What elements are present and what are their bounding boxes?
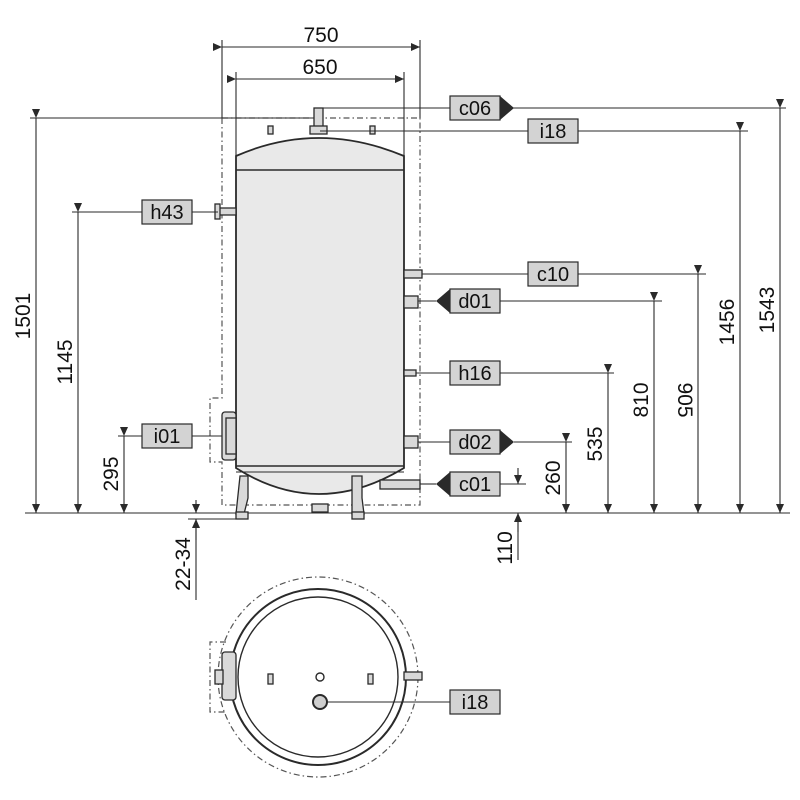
foot-left xyxy=(235,511,249,520)
label-box-c01 xyxy=(449,471,501,497)
plan-view: i18 xyxy=(209,576,501,778)
plan-center-small xyxy=(315,672,325,682)
dim-label-1501: 1501 xyxy=(12,293,35,340)
label-d02: d02 xyxy=(458,432,491,454)
bottom-drain xyxy=(311,503,329,513)
dim-label-1456: 1456 xyxy=(716,299,739,346)
insulation-outline xyxy=(209,117,421,506)
dim-label-110: 110 xyxy=(494,531,517,564)
side-connection-h43 xyxy=(217,207,237,216)
dim-label-1145: 1145 xyxy=(54,339,77,384)
dim-label-750: 750 xyxy=(303,24,338,47)
label-box-h43 xyxy=(141,199,193,225)
flange-i01-cover xyxy=(225,417,237,455)
label-box-c10 xyxy=(527,261,579,287)
label-c06: c06 xyxy=(459,98,491,120)
connection-c10 xyxy=(403,269,423,279)
plan-lug-left xyxy=(267,673,274,685)
top-lug-right xyxy=(369,125,376,135)
label-box-i01 xyxy=(141,423,193,449)
label-i18-top: i18 xyxy=(540,121,567,143)
dim-label-535: 535 xyxy=(584,426,607,461)
plan-flange xyxy=(221,651,237,701)
connection-c01 xyxy=(379,479,421,490)
plan-flange-insulation xyxy=(209,641,226,713)
dim-label-1543: 1543 xyxy=(756,287,779,334)
label-pointer-d02 xyxy=(500,430,514,454)
label-c10: c10 xyxy=(537,264,569,286)
label-h16: h16 xyxy=(458,363,491,385)
plan-tank-inner xyxy=(237,596,399,758)
label-h43: h43 xyxy=(150,202,183,224)
label-box-i18-plan xyxy=(449,689,501,715)
label-pointer-d01 xyxy=(436,289,450,313)
leg-right xyxy=(351,475,365,515)
plan-center-i18 xyxy=(312,694,328,710)
leg-left xyxy=(235,475,249,515)
plan-flange-bolt xyxy=(214,669,224,685)
connection-d01 xyxy=(403,295,419,309)
label-c01: c01 xyxy=(459,474,491,496)
label-box-d01 xyxy=(449,288,501,314)
connection-h16 xyxy=(403,369,417,377)
label-pointer-c01 xyxy=(436,472,450,496)
top-connection-nut xyxy=(309,125,328,135)
plan-lug-right xyxy=(367,673,374,685)
label-i18-plan: i18 xyxy=(462,692,489,714)
dim-label-295: 295 xyxy=(100,456,123,491)
label-box-c06 xyxy=(449,95,501,121)
top-lug-left xyxy=(267,125,274,135)
label-i01: i01 xyxy=(154,426,181,448)
label-d01: d01 xyxy=(458,291,491,313)
dim-label-260: 260 xyxy=(542,460,565,495)
label-box-i18-top xyxy=(527,118,579,144)
tank-body xyxy=(235,137,405,495)
label-box-h16 xyxy=(449,360,501,386)
dim-label-905: 905 xyxy=(673,382,696,417)
connection-d02 xyxy=(403,435,419,449)
dim-label-810: 810 xyxy=(630,382,653,417)
dim-label-650: 650 xyxy=(302,56,337,79)
top-connection-pipe xyxy=(313,107,324,129)
plan-right-connection xyxy=(403,671,423,681)
elevation-view: 750 650 1501 1145 295 22-34 c06 i18 xyxy=(12,24,790,600)
label-pointer-c06 xyxy=(500,96,514,120)
dim-label-22-34: 22-34 xyxy=(172,537,195,591)
foot-right xyxy=(351,511,365,520)
